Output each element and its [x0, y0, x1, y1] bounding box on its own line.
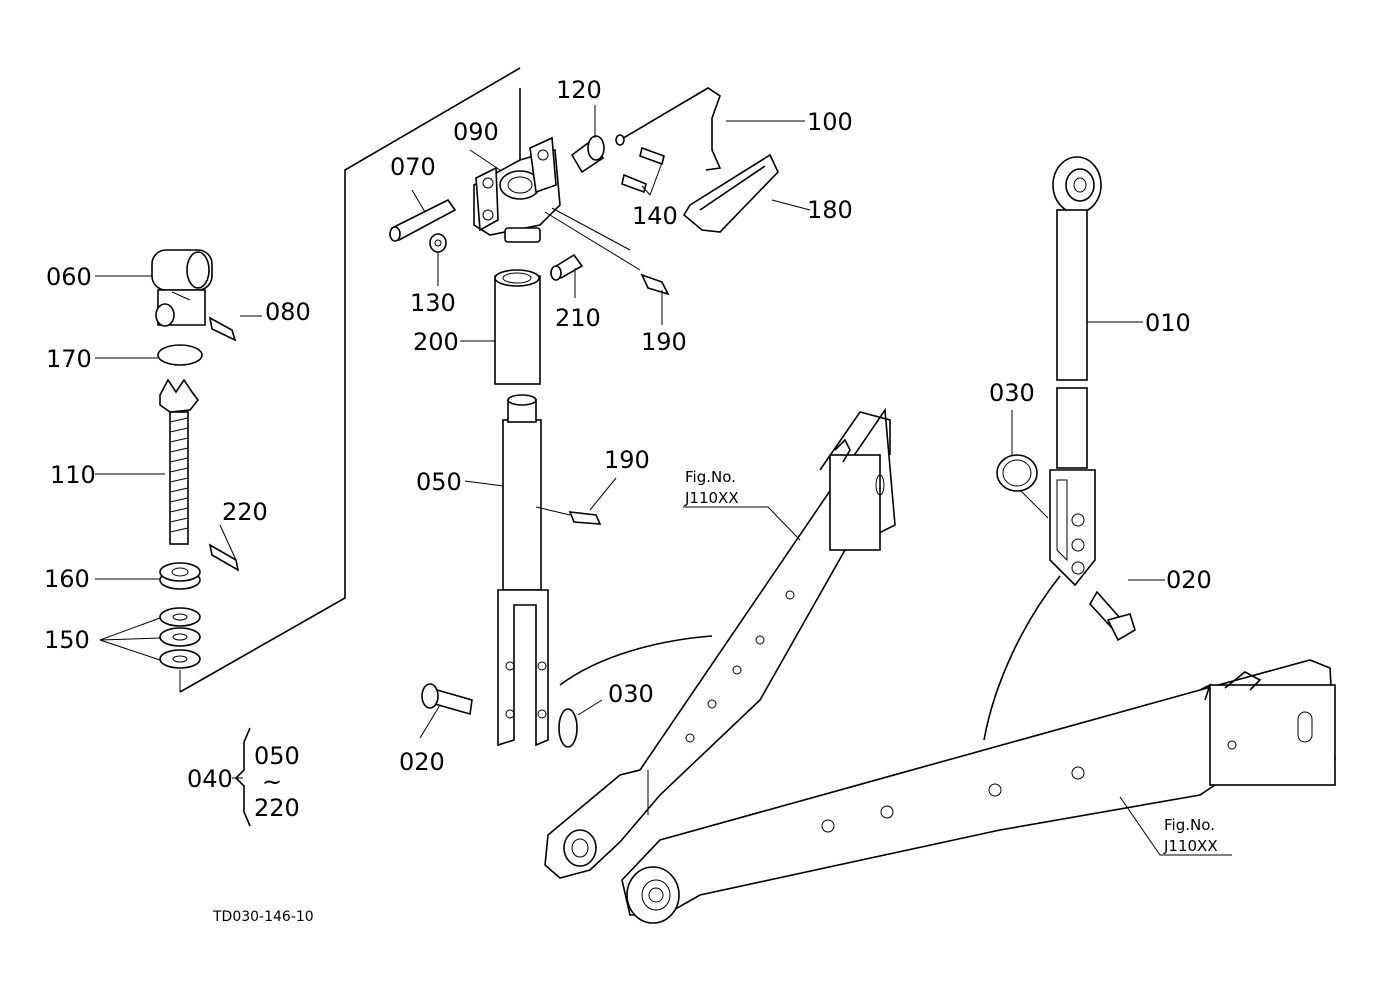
part-220-pin [208, 543, 240, 572]
label-030-left: 030 [608, 680, 654, 708]
part-100-spring-clip [615, 87, 722, 171]
leader-090-180 [551, 207, 631, 251]
leader-090-190 [544, 211, 641, 271]
part-060-turnbuckle-head [151, 249, 213, 327]
lower-link-right [621, 659, 1336, 924]
label-020-right: 020 [1166, 566, 1212, 594]
part-010-top-link [1049, 156, 1102, 587]
label-180: 180 [807, 196, 853, 224]
part-130-washer [429, 233, 447, 253]
label-040-range-end: 220 [254, 794, 300, 822]
arrow-010-to-link [983, 575, 1061, 741]
figref-a-title: Fig.No. [685, 468, 736, 486]
label-040-range-tilde: ~ [262, 768, 282, 796]
label-070: 070 [390, 153, 436, 181]
label-190-top: 190 [641, 328, 687, 356]
figref-b-leader [1119, 796, 1232, 856]
label-090: 090 [453, 118, 499, 146]
part-050-lift-rod [497, 394, 549, 747]
part-150-washers [159, 607, 201, 669]
label-210: 210 [555, 304, 601, 332]
part-200-sleeve [494, 269, 541, 385]
part-120-grease-fitting [570, 135, 605, 174]
panel-frame [179, 67, 521, 693]
part-180-wire-clip [682, 153, 779, 233]
figref-a-code: J110XX [684, 489, 739, 507]
part-030-ring-left [558, 708, 578, 748]
figref-b-title: Fig.No. [1164, 816, 1215, 834]
bracket-040 [234, 727, 251, 827]
lower-link-left [544, 407, 896, 879]
part-020-pin-left [421, 683, 473, 716]
part-070-pin [389, 198, 457, 242]
label-200: 200 [413, 328, 459, 356]
label-100: 100 [807, 108, 853, 136]
arrow-050-to-link [559, 635, 713, 686]
part-210-fitting [550, 253, 584, 281]
label-220: 220 [222, 498, 268, 526]
figure-references: Fig.No. J110XX Fig.No. J110XX [684, 468, 1218, 855]
label-010: 010 [1145, 309, 1191, 337]
part-110-screw [159, 378, 200, 545]
part-190-grease-nipple-rod [535, 506, 602, 525]
figref-a-leader [683, 506, 801, 541]
label-030-right: 030 [989, 379, 1035, 407]
part-080-pin [208, 316, 237, 342]
label-060: 060 [46, 263, 92, 291]
label-110: 110 [50, 461, 96, 489]
part-190-grease-nipple-top [640, 273, 670, 296]
figref-b-code: J110XX [1163, 837, 1218, 855]
label-040: 040 [187, 765, 233, 793]
label-190-rod: 190 [604, 446, 650, 474]
label-140: 140 [632, 202, 678, 230]
label-040-range-start: 050 [254, 742, 300, 770]
label-050: 050 [416, 468, 462, 496]
part-020-pin-right [1089, 590, 1136, 642]
leader-lines [95, 105, 1165, 779]
part-labels: 060 080 170 110 220 160 150 070 090 120 … [44, 76, 1212, 822]
label-120: 120 [556, 76, 602, 104]
part-170-disc [157, 344, 203, 366]
part-140-pins [621, 146, 665, 194]
part-090-bracket [473, 136, 561, 243]
label-130: 130 [410, 289, 456, 317]
part-160-nut [159, 562, 201, 590]
part-030-ring-right [996, 454, 1038, 492]
label-170: 170 [46, 345, 92, 373]
drawing-code: TD030-146-10 [212, 909, 314, 925]
label-080: 080 [265, 298, 311, 326]
label-160: 160 [44, 565, 90, 593]
label-020-left: 020 [399, 748, 445, 776]
label-150: 150 [44, 626, 90, 654]
